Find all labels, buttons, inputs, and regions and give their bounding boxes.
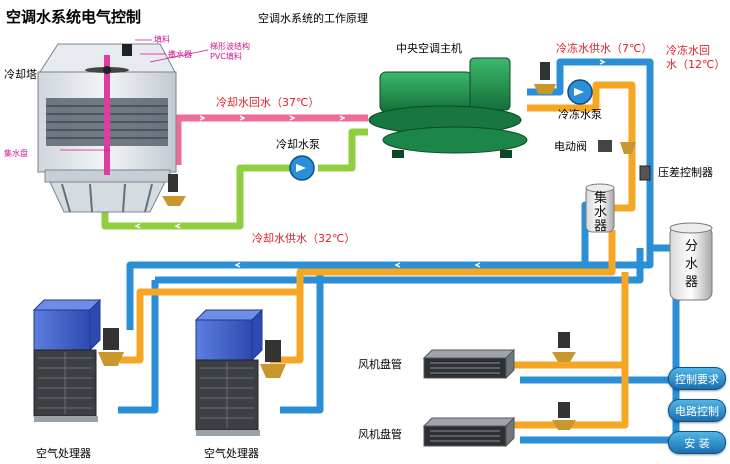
electric-valve-icon [598, 140, 636, 154]
flow-arrow [474, 262, 481, 268]
chiller-valve-icon [534, 62, 556, 94]
ahu-label-1: 空气处理器 [36, 446, 91, 460]
chiller-compressor [469, 57, 511, 111]
diff-controller-icon [639, 165, 651, 181]
tower-annotation-lines [60, 39, 209, 151]
tower-legs [49, 181, 166, 213]
flow-arrow [289, 115, 296, 121]
ahu1-valve-icon [98, 328, 124, 366]
distributor-label-1: 分 [685, 239, 698, 254]
cooling-pump-icon [289, 155, 315, 181]
chilled-return-label-1: 冷冻水回 [666, 43, 710, 57]
supply-main-horizontal [126, 248, 654, 330]
air-handler-1 [32, 298, 102, 422]
electric-valve-label: 电动阀 [554, 139, 587, 153]
ahu2-valve-icon [260, 340, 286, 378]
tower-valve-icon [162, 174, 186, 206]
supply-branch-2 [280, 265, 324, 414]
fan-coil-unit-1 [422, 348, 516, 380]
tower-note-5: 集水盘 [4, 148, 28, 158]
flow-arrow [239, 115, 246, 121]
cooling-return-label: 冷却水回水（37℃） [216, 96, 319, 109]
diff-controller-label: 压差控制器 [658, 165, 713, 179]
collector-label-3: 器 [594, 219, 607, 234]
supply-connector [155, 248, 644, 284]
chiller-drum-2 [382, 126, 528, 154]
fcu-return-vertical [510, 272, 629, 429]
distributor-label-2: 水 [685, 257, 698, 272]
tower-motor [122, 44, 132, 56]
fan-icon [85, 66, 129, 74]
cooling-return-pipe [174, 114, 368, 165]
tower-leg-lines [61, 183, 153, 213]
supply-branch-1 [118, 280, 159, 414]
chiller-foot-1 [392, 150, 404, 158]
pipe-network [101, 58, 680, 444]
fcu2-valve-icon [552, 402, 576, 430]
flow-arrow [199, 115, 206, 121]
tower-note-1: 填料 [154, 34, 170, 44]
control-requirements-button[interactable]: 控制要求 [668, 367, 726, 390]
fcu1-valve-icon [552, 332, 576, 362]
flow-arrows [134, 59, 606, 268]
chiller-unit [368, 57, 528, 158]
chilled-pump-label: 冷冻水泵 [558, 107, 602, 121]
chilled-supply-label: 冷冻水供水（7℃） [556, 41, 652, 55]
air-handler-2 [194, 308, 264, 436]
return-main-horizontal [270, 230, 616, 364]
cooling-pump-label: 冷却水泵 [276, 138, 320, 151]
text-labels: 空调水系统电气控制 空调水系统的工作原理 冷却塔 填料 撒水器 梯形波结构 PV… [4, 8, 725, 460]
chiller-foot-2 [500, 150, 512, 158]
chilled-pump-icon [567, 79, 593, 105]
circuit-control-button[interactable]: 电路控制 [668, 399, 726, 422]
cooling-supply-pipe [318, 128, 368, 172]
chilled-return-pipe-valve [612, 148, 636, 212]
distributor-label-3: 器 [685, 275, 698, 290]
flow-arrow [394, 262, 401, 268]
tower-note-4: PVC填料 [210, 51, 242, 61]
page-title: 空调水系统电气控制 [6, 8, 141, 26]
flow-arrow [134, 223, 141, 229]
collector-label-2: 水 [594, 205, 607, 220]
cooling-tower [37, 43, 177, 213]
flow-arrow [174, 223, 181, 229]
cooling-supply-label: 冷却水供水（32℃） [252, 231, 355, 245]
install-button[interactable]: 安 装 [668, 431, 726, 454]
water-collector-tank [585, 183, 615, 233]
flow-arrow [234, 262, 241, 268]
ahu-label-2: 空气处理器 [204, 446, 259, 460]
chilled-return-label-2: 水（12℃） [666, 58, 725, 71]
cooling-supply-pipe-2 [101, 164, 290, 230]
chilled-return-pipe-top [527, 81, 636, 148]
page-subtitle: 空调水系统的工作原理 [258, 11, 368, 25]
fan-coil-unit-2 [422, 416, 516, 448]
tower-note-3: 梯形波结构 [210, 41, 250, 51]
tower-note-2: 撒水器 [168, 49, 192, 59]
return-branch-1 [120, 288, 300, 364]
cooling-tower-label: 冷却塔 [4, 68, 37, 81]
tower-center-pipe [104, 55, 110, 175]
fcu-label-2: 风机盘管 [358, 427, 402, 441]
main-unit-label: 中央空调主机 [396, 41, 462, 55]
flow-arrow [339, 115, 346, 121]
flow-arrow [599, 59, 606, 65]
fcu-label-1: 风机盘管 [358, 357, 402, 371]
collector-label-1: 集 [594, 190, 607, 206]
water-distributor-tank [669, 222, 713, 301]
